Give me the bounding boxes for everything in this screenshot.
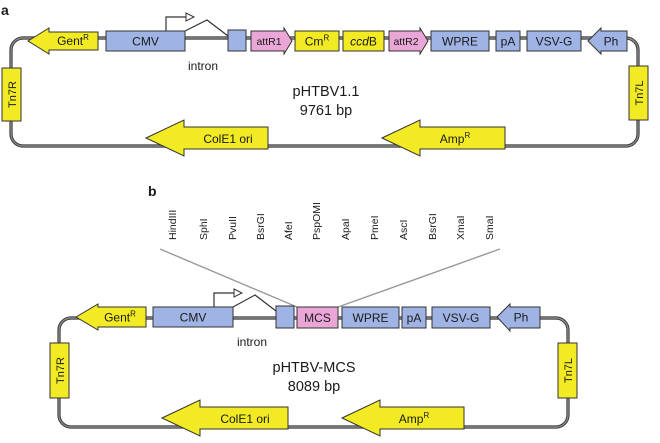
transcription-start-icon (213, 292, 236, 307)
attr1-site-arrow (250, 26, 293, 56)
plasmid-a-name: pHTBV1.1 (293, 84, 360, 100)
tn7l-label: Tn7L (634, 80, 646, 105)
restriction-site-label: PspOMI (311, 202, 323, 240)
mcs-box (296, 306, 339, 329)
intron-label: intron (188, 59, 218, 73)
wpre-label: WPRE (442, 35, 478, 49)
tn7r-box (1, 67, 22, 122)
plasmid-a-size: 9761 bp (300, 103, 352, 119)
restriction-site-label: BsrGI (255, 213, 267, 240)
intron-line (184, 19, 229, 37)
restriction-site-label: SphI (198, 218, 210, 240)
restriction-site-label: HindIII (167, 210, 179, 240)
mcs-label: MCS (304, 311, 331, 325)
attr2-site-arrow (388, 26, 429, 56)
vsvg-box (526, 30, 582, 52)
cmv-promoter-box (105, 30, 186, 52)
exon-box (275, 305, 295, 329)
transcription-start-icon (165, 16, 188, 31)
vsvg-label: VSV-G (536, 35, 573, 49)
restriction-site-label: SmaI (484, 215, 496, 240)
ph-label: Ph (604, 35, 619, 49)
panel-b: b HindIII SphI PvuII BsrGI AfeI PspOMI A… (49, 183, 578, 437)
plasmid-b-name: pHTBV-MCS (273, 360, 356, 376)
plasmid-b-size: 8089 bp (288, 379, 340, 395)
tn7l-box (628, 65, 649, 121)
restriction-site-label: BsrGI (427, 213, 439, 240)
amp-resistance-arrow (340, 399, 465, 437)
intron-label: intron (237, 335, 267, 349)
gent-resistance-arrow (75, 303, 147, 331)
tn7r-label: Tn7R (55, 357, 67, 384)
wpre-box (430, 30, 490, 52)
vsvg-box (431, 306, 491, 329)
gent-resistance-arrow (27, 27, 99, 55)
amp-resistance-arrow (380, 119, 506, 157)
attr1-label: attR1 (256, 36, 281, 48)
vsvg-label: VSV-G (443, 311, 480, 325)
cmv-promoter-box (152, 306, 234, 328)
ccdb-label: ccdB (350, 35, 377, 49)
gent-label: GentR (104, 310, 136, 325)
amp-label: AmpR (399, 411, 430, 426)
restriction-site-label: AscI (398, 220, 410, 240)
mcs-zoom-line-right (337, 248, 501, 308)
panel-a-letter: a (1, 2, 9, 18)
cole1-ori-arrow (144, 119, 269, 157)
ph-promoter-arrow (587, 26, 628, 56)
restriction-site-label: AfeI (283, 221, 295, 240)
pa-label: pA (501, 35, 516, 49)
amp-label: AmpR (440, 131, 471, 146)
tn7l-box (557, 342, 578, 399)
panel-b-letter: b (148, 183, 157, 199)
attr2-label: attR2 (393, 36, 418, 48)
restriction-site-label: ApaI (340, 218, 352, 240)
panel-a: a GentR CMV intron attR1 CmR ccdB attR2 … (1, 2, 649, 157)
wpre-box (341, 306, 400, 329)
cm-resistance-box (294, 30, 340, 52)
mcs-zoom-line-left (159, 248, 298, 308)
restriction-site-label: PvuII (227, 216, 239, 240)
wpre-label: WPRE (353, 311, 389, 325)
pa-box (401, 306, 427, 329)
tn7l-label: Tn7L (563, 358, 575, 383)
cole1-label: ColE1 ori (220, 412, 269, 426)
ph-label: Ph (514, 311, 529, 325)
restriction-site-label: XmaI (455, 215, 467, 240)
ccdb-box (342, 30, 385, 52)
cm-label: CmR (305, 34, 330, 49)
restriction-site-label: PmeI (369, 215, 381, 240)
restriction-site-list: HindIII SphI PvuII BsrGI AfeI PspOMI Apa… (167, 202, 496, 240)
ph-promoter-arrow (496, 302, 541, 333)
tn7r-box (49, 342, 70, 399)
cmv-label: CMV (132, 35, 159, 49)
pa-label: pA (407, 311, 422, 325)
gent-label: GentR (57, 33, 89, 48)
cole1-ori-arrow (160, 399, 289, 437)
tn7r-label: Tn7R (7, 81, 19, 108)
cmv-label: CMV (180, 311, 207, 325)
intron-line (232, 294, 277, 312)
pa-box (495, 30, 521, 52)
cole1-label: ColE1 ori (203, 132, 252, 146)
exon-box (227, 29, 247, 52)
